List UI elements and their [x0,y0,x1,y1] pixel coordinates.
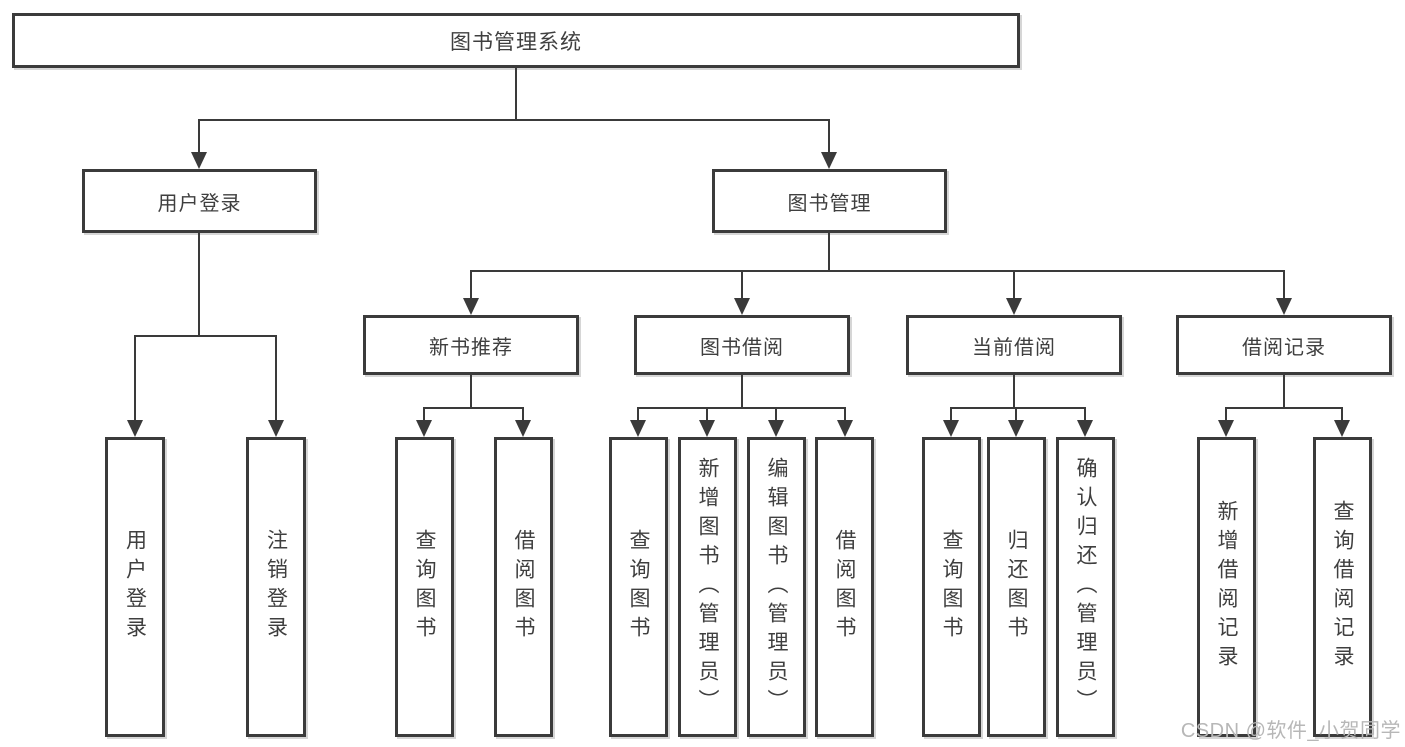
connector-line [1283,375,1285,409]
leaf-user-login: 用户登录 [105,437,165,737]
leaf-label: 注销登录 [264,529,288,645]
arrowhead-down [1008,420,1024,437]
leaf-edit-books-admin: 编辑图书（管理员） [747,437,806,737]
connector-line [1341,407,1343,422]
arrowhead-down [821,152,837,169]
arrowhead-down [630,420,646,437]
connector-line [470,270,472,300]
leaf-label: 借阅图书 [512,529,535,645]
node-label: 图书管理系统 [450,30,582,54]
leaf-label: 编辑图书（管理员） [765,456,788,718]
node-borrowing-records: 借阅记录 [1176,315,1392,375]
node-label: 图书管理 [787,192,872,215]
leaf-label: 归还图书 [1005,529,1028,645]
leaf-label: 查询图书 [413,529,436,645]
connector-line [198,119,830,121]
leaf-query-borrow-record: 查询借阅记录 [1313,437,1372,737]
node-user-login: 用户登录 [82,169,317,233]
node-current-borrowing: 当前借阅 [906,315,1122,375]
connector-line [1283,270,1285,300]
arrowhead-down [1276,298,1292,315]
connector-line [741,270,743,300]
arrowhead-down [463,298,479,315]
connector-line [775,407,777,422]
connector-line [198,233,200,337]
leaf-label: 新增图书（管理员） [696,456,719,718]
connector-line [828,119,830,154]
connector-line [1015,407,1017,422]
arrowhead-down [1218,420,1234,437]
connector-line [1225,407,1227,422]
arrowhead-down [768,420,784,437]
connector-line [522,407,524,422]
leaf-label: 用户登录 [123,529,147,645]
connector-line [706,407,708,422]
connector-line [1013,270,1015,300]
connector-line [844,407,846,422]
leaf-borrow-books-recommend: 借阅图书 [494,437,553,737]
leaf-label: 确认归还（管理员） [1074,456,1097,718]
leaf-label: 查询图书 [627,529,650,645]
node-label: 用户登录 [157,192,242,215]
connector-line [198,119,200,154]
connector-line [470,375,472,409]
connector-line [1013,375,1015,409]
leaf-label: 新增借阅记录 [1215,500,1238,674]
node-book-borrowing: 图书借阅 [634,315,850,375]
leaf-label: 借阅图书 [833,529,856,645]
connector-line [423,407,524,409]
arrowhead-down [268,420,284,437]
connector-line [828,233,830,272]
connector-line [134,335,277,337]
node-label: 图书借阅 [700,336,784,359]
connector-line [470,270,1285,272]
node-label: 当前借阅 [972,336,1056,359]
leaf-add-books-admin: 新增图书（管理员） [678,437,737,737]
arrowhead-down [191,152,207,169]
arrowhead-down [1334,420,1350,437]
leaf-query-books-borrowing: 查询图书 [609,437,668,737]
connector-line [275,335,277,422]
leaf-confirm-return-admin: 确认归还（管理员） [1056,437,1115,737]
node-new-book-recommend: 新书推荐 [363,315,579,375]
arrowhead-down [1006,298,1022,315]
node-label: 新书推荐 [429,336,513,359]
arrowhead-down [734,298,750,315]
connector-line [1084,407,1086,422]
csdn-watermark: CSDN @软件_小贺同学 [1180,720,1401,742]
connector-line [134,335,136,422]
arrowhead-down [699,420,715,437]
connector-line [637,407,639,422]
connector-line [515,68,517,121]
arrowhead-down [416,420,432,437]
connector-line [741,375,743,409]
connector-line [950,407,1086,409]
leaf-add-borrow-record: 新增借阅记录 [1197,437,1256,737]
node-book-management-system: 图书管理系统 [12,13,1020,68]
connector-line [637,407,846,409]
node-label: 借阅记录 [1242,336,1326,359]
leaf-label: 查询借阅记录 [1331,500,1354,674]
node-book-management: 图书管理 [712,169,947,233]
leaf-borrow-books-borrowing: 借阅图书 [815,437,874,737]
leaf-query-books-current: 查询图书 [922,437,981,737]
arrowhead-down [515,420,531,437]
leaf-logout: 注销登录 [246,437,306,737]
connector-line [1225,407,1343,409]
leaf-return-books: 归还图书 [987,437,1046,737]
arrowhead-down [1077,420,1093,437]
arrowhead-down [943,420,959,437]
arrowhead-down [837,420,853,437]
leaf-label: 查询图书 [940,529,963,645]
leaf-query-books-recommend: 查询图书 [395,437,454,737]
arrowhead-down [127,420,143,437]
connector-line [423,407,425,422]
connector-line [950,407,952,422]
